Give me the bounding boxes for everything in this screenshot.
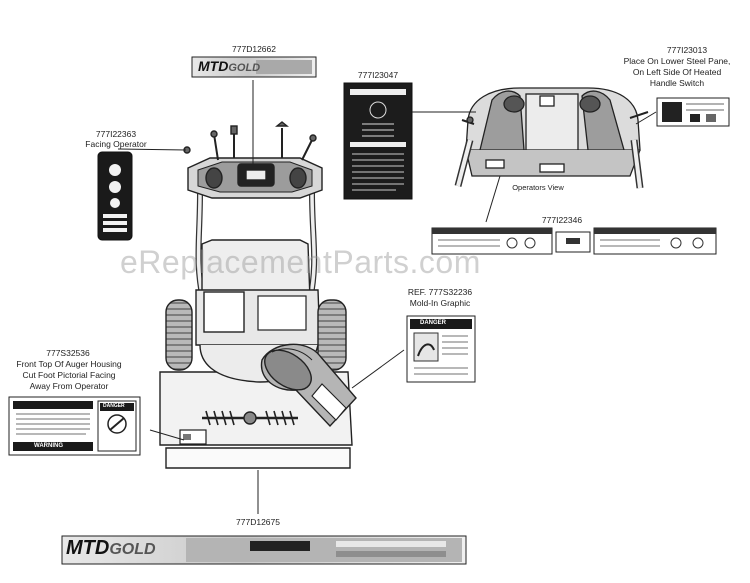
label-molded-note: Mold-In Graphic — [409, 298, 471, 308]
watermark: eReplacementParts.com — [120, 244, 481, 280]
warning-label: WARNING — [34, 443, 63, 449]
label-control-panel-part: 777I22346 — [541, 215, 583, 225]
label-auger-note-2: Cut Foot Pictorial Facing — [22, 370, 116, 380]
decal-mtd-gold-top — [191, 56, 317, 78]
decal-mtd-gold-bottom — [61, 535, 467, 565]
label-operators-view: Operators View — [512, 183, 564, 192]
decal-control-strip — [431, 227, 717, 255]
decal-heated-handle — [656, 97, 730, 127]
decal-bottom-brand: MTDGOLD — [66, 537, 156, 559]
label-auger-note-1: Front Top Of Auger Housing — [16, 359, 122, 369]
label-heated-handle-note-1: Place On Lower Steel Pane, — [623, 56, 731, 66]
label-molded-ref: REF. 777S32236 — [407, 287, 473, 297]
decal-danger-mold-in — [406, 315, 476, 383]
decal-instruction-panel — [343, 82, 413, 200]
decal-top-brand: MTDGOLD — [198, 58, 261, 74]
label-auger-part: 777S32536 — [46, 348, 90, 358]
label-center-decal: 777I23047 — [357, 70, 399, 80]
decal-facing-operator — [97, 151, 133, 241]
danger-label-auger: DANGER — [103, 403, 125, 409]
label-heated-handle-note-2: On Left Side Of Heated — [632, 67, 722, 77]
label-auger-note-3: Away From Operator — [29, 381, 109, 391]
danger-label: DANGER — [420, 320, 447, 326]
operators-view-panel — [454, 87, 649, 189]
label-heated-handle-note-3: Handle Switch — [649, 78, 705, 88]
label-top-decal: 777D12662 — [232, 44, 276, 54]
leader-lines — [117, 80, 657, 514]
decal-auger-warning — [8, 396, 141, 456]
label-facing-operator-part: 777I22363 — [95, 129, 137, 139]
snowblower-machine — [159, 121, 357, 469]
label-facing-operator-note: Facing Operator — [85, 139, 147, 149]
label-bottom-decal: 777D12675 — [236, 517, 280, 527]
label-heated-handle-part: 777I23013 — [666, 45, 708, 55]
